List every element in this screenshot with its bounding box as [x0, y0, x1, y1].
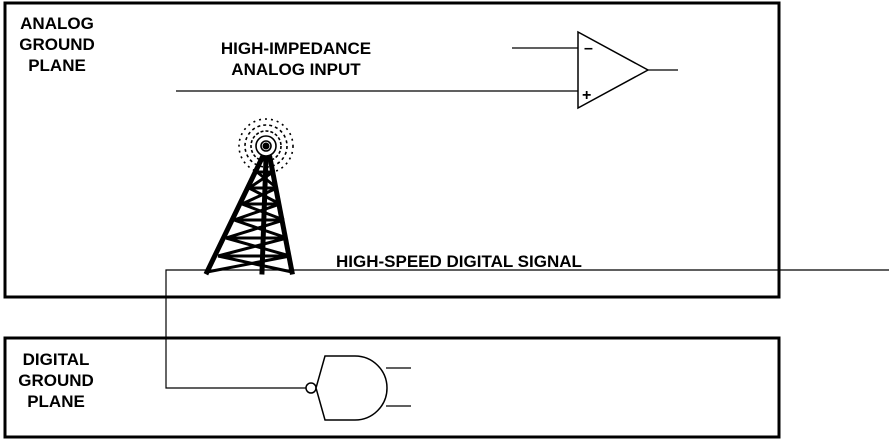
op-amp-minus-sign: –	[584, 40, 593, 57]
analog-input-line2: ANALOG INPUT	[231, 60, 361, 79]
analog-plane-line2: GROUND	[19, 35, 95, 54]
analog-input-label: HIGH-IMPEDANCE ANALOG INPUT	[196, 38, 396, 80]
analog-plane-line1: ANALOG	[20, 14, 94, 33]
op-amp-icon: – +	[577, 30, 678, 110]
digital-signal-label: HIGH-SPEED DIGITAL SIGNAL	[336, 252, 582, 271]
op-amp-plus-sign: +	[582, 87, 591, 104]
analog-ground-plane-box	[3, 1, 781, 299]
analog-input-line1: HIGH-IMPEDANCE	[220, 39, 372, 58]
digital-signal-trace	[165, 269, 889, 389]
digital-ground-plane-label: DIGITAL GROUND PLANE	[16, 349, 96, 412]
analog-plane-line3: PLANE	[28, 56, 86, 75]
digital-plane-line1: DIGITAL	[22, 350, 90, 369]
nand-gate-icon	[305, 355, 411, 421]
radio-tower-icon	[203, 118, 295, 276]
analog-ground-plane-label: ANALOG GROUND PLANE	[12, 13, 102, 76]
digital-plane-line3: PLANE	[27, 392, 85, 411]
digital-ground-plane-box	[3, 336, 781, 439]
digital-plane-line2: GROUND	[18, 371, 94, 390]
